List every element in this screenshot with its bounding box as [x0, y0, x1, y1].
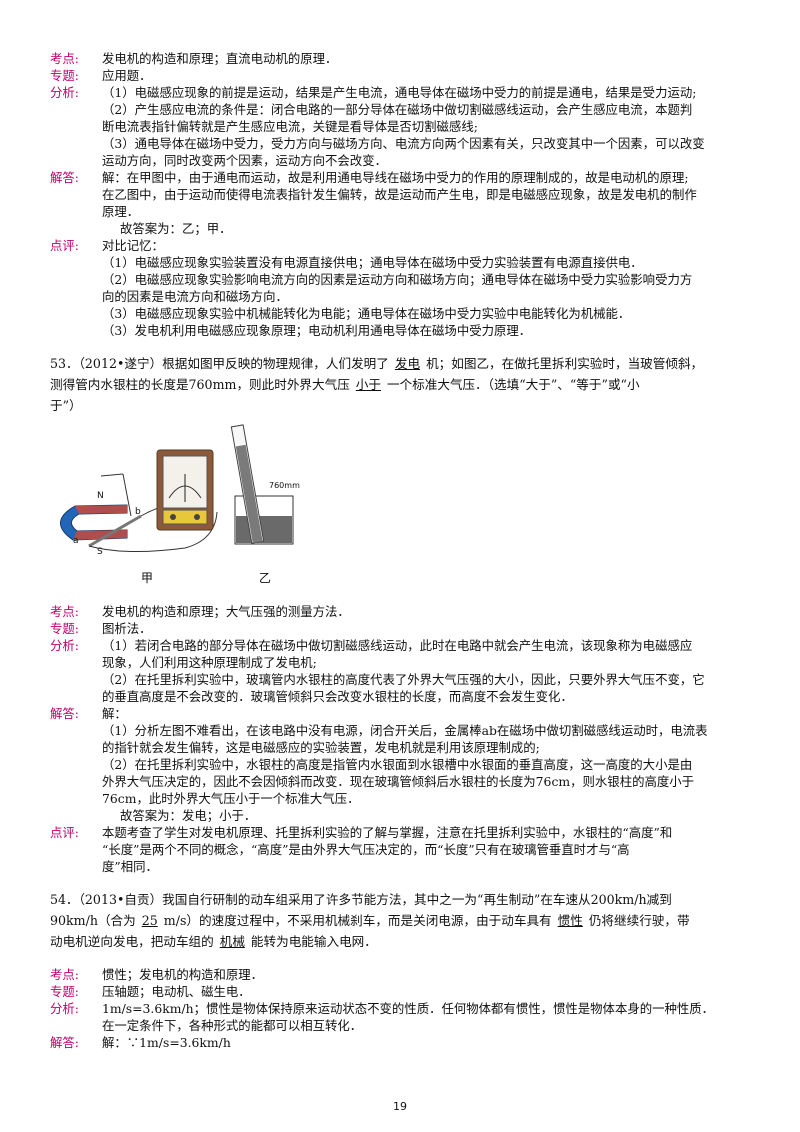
- fenxi-label: 分析:: [50, 85, 79, 100]
- jieda-label: 解答:: [50, 1035, 79, 1050]
- jieda-line: 在乙图中，由于运动而使得电流表指针发生偏转，故是运动而产生电，即是电磁感应现象，…: [102, 187, 697, 202]
- q54-line3: 动电机逆向发电，把动车组的机械能转为电能输入电网．: [50, 933, 760, 951]
- q53-text: 机；如图乙，在做托里拆利实验时，当玻管倾斜，: [426, 356, 704, 371]
- fenxi-line: （1）电磁感应现象的前提是运动，结果是产生电流，通电导体在磁场中受力的前提是通电…: [102, 85, 697, 100]
- zhuanti-text: 应用题．: [102, 68, 152, 83]
- jieda-line: 外界大气压决定的，因此不会因倾斜而改变．现在玻璃管倾斜后水银柱的长度为76cm，…: [102, 774, 695, 789]
- zhuanti-label: 专题:: [50, 621, 79, 636]
- q53-line1: 53．（2012•遂宁）根据如图甲反映的物理规律，人们发明了发电机；如图乙，在做…: [50, 355, 760, 373]
- fenxi-line: （3）通电导体在磁场中受力，受力方向与磁场方向、电流方向两个因素有关，只改变其中…: [102, 136, 705, 151]
- fenxi-label: 分析:: [50, 638, 79, 653]
- jieda-line: 解：∵1m/s=3.6km/h: [102, 1035, 231, 1050]
- dianping-line: （3）发电机利用电磁感应现象原理；电动机利用通电导体在磁场中受力原理．: [102, 323, 532, 338]
- q54-text: 90km/h（合为: [50, 913, 136, 928]
- fenxi-line: （2）在托里拆利实验中，玻璃管内水银柱的高度代表了外界大气压强的大小，因此，只要…: [102, 672, 705, 687]
- fenxi-line: 的垂直高度是不会改变的．玻璃管倾斜只会改变水银柱的长度，而高度不会发生变化．: [102, 689, 573, 704]
- q54-line2: 90km/h（合为 25 m/s）的速度过程中，不采用机械刹车，而是关闭电源，由于动…: [50, 912, 760, 930]
- q53-line2: 测得管内水银柱的长度是760mm，则此时外界大气压小于一个标准大气压．（选填“大…: [50, 376, 760, 394]
- fenxi-line: 在一定条件下，各种形式的能都可以相互转化．: [102, 1018, 363, 1033]
- fenxi-line: 1m/s=3.6km/h；惯性是物体保持原来运动状态不变的性质．任何物体都有惯性…: [102, 1001, 715, 1016]
- fenxi-line: 断电流表指针偏转就是产生感应电流，关键是看导体是否切割磁感线;: [102, 119, 478, 134]
- dianping-line: 本题考查了学生对发电机原理、托里拆利实验的了解与掌握，注意在托里拆利实验中，水银…: [102, 825, 673, 840]
- q53-answer-blank: 小于: [355, 377, 381, 392]
- q53-line3: 于”）: [50, 398, 82, 413]
- jieda-line: （2）在托里拆利实验中，水银柱的高度是指管内水银面到水银槽中水银面的垂直高度，这…: [102, 757, 693, 772]
- q54-text: 动电机逆向发电，把动车组的: [50, 934, 214, 949]
- label-760mm: 760mm: [269, 481, 300, 490]
- q53-figure: N S a b 760mm 甲 乙: [60, 424, 300, 585]
- dianping-label: 点评:: [50, 238, 79, 253]
- dianping-label: 点评:: [50, 825, 79, 840]
- kaodian-label: 考点:: [50, 967, 79, 982]
- q54-text: 仍将继续行驶，带: [588, 913, 690, 928]
- label-n: N: [97, 491, 104, 501]
- kaodian-text: 发电机的构造和原理；直流电动机的原理．: [102, 51, 338, 66]
- fenxi-line: 现象，人们利用这种原理制成了发电机;: [102, 655, 317, 670]
- dianping-line: 对比记忆：: [102, 238, 164, 253]
- q53-text: 一个标准大气压．（选填“大于”、“等于”或“小: [386, 377, 640, 392]
- mercury-trough: [234, 495, 294, 545]
- q54-line1: 54．（2013•自贡）我国自行研制的动车组采用了许多节能方法，其中之一为“再生…: [50, 892, 672, 907]
- dianping-line: （2）电磁感应现象实验影响电流方向的因素是运动方向和磁场方向；通电导体在磁场中受…: [102, 272, 693, 287]
- jieda-line: 原理．: [102, 204, 140, 219]
- jieda-line: 的指针就会发生偏转，这是电磁感应的实验装置，发电机就是利用该原理制成的;: [102, 740, 540, 755]
- jieda-line: 解：: [102, 706, 127, 721]
- fenxi-line: 运动方向，同时改变两个因素，运动方向不会改变．: [102, 153, 387, 168]
- fenxi-label: 分析:: [50, 1001, 79, 1016]
- jieda-label: 解答:: [50, 170, 79, 185]
- kaodian-label: 考点:: [50, 51, 79, 66]
- label-b: b: [135, 507, 141, 517]
- dianping-line: （1）电磁感应现象实验装置没有电源直接供电；通电导体在磁场中受力实验装置有电源直…: [102, 255, 643, 270]
- dianping-line: （3）电磁感应现象实验中机械能转化为电能；通电导体在磁场中受力实验中电能转化为机…: [102, 306, 631, 321]
- q53-text: 53．（2012•遂宁）根据如图甲反映的物理规律，人们发明了: [50, 356, 389, 371]
- kaodian-text: 发电机的构造和原理；大气压强的测量方法．: [102, 604, 350, 619]
- label-a: a: [73, 536, 79, 546]
- zhuanti-label: 专题:: [50, 984, 79, 999]
- jieda-line: 解：在甲图中，由于通电而运动，故是利用通电导线在磁场中受力的作用的原理制成的，故…: [102, 170, 689, 185]
- q54-answer-blank: 25: [141, 913, 158, 928]
- fenxi-line: （1）若闭合电路的部分导体在磁场中做切割磁感线运动，此时在电路中就会产生电流，该…: [102, 638, 693, 653]
- fig-label-jia: 甲: [141, 571, 153, 585]
- page-number: 19: [393, 1100, 407, 1113]
- kaodian-text: 惯性；发电机的构造和原理．: [102, 967, 264, 982]
- q53-answer-blank: 发电: [394, 356, 421, 371]
- jieda-line: （1）分析左图不难看出，在该电路中没有电源，闭合开关后，金属棒ab在磁场中做切割…: [102, 723, 708, 738]
- tilted-tube: [230, 424, 265, 544]
- circuit-wire: [122, 473, 132, 517]
- jieda-answer: 故答案为：发电；小于．: [120, 808, 257, 823]
- zhuanti-label: 专题:: [50, 68, 79, 83]
- zhuanti-text: 压轴题；电动机、磁生电．: [102, 984, 251, 999]
- label-s: S: [97, 547, 103, 557]
- fenxi-line: （2）产生感应电流的条件是：闭合电路的一部分导体在磁场中做切割磁感线运动，会产生…: [102, 102, 693, 117]
- q54-text: m/s）的速度过程中，不采用机械刹车，而是关闭电源，由于动车具有: [163, 913, 552, 928]
- dianping-line: 度”相同．: [102, 859, 158, 874]
- jieda-answer: 故答案为：乙；甲．: [120, 221, 232, 236]
- q53-text: 测得管内水银柱的长度是760mm，则此时外界大气压: [50, 377, 350, 392]
- q54-answer-blank: 惯性: [557, 913, 583, 928]
- metal-rod: [88, 514, 142, 548]
- kaodian-label: 考点:: [50, 604, 79, 619]
- q54-answer-blank: 机械: [219, 934, 245, 949]
- zhuanti-text: 图析法．: [102, 621, 152, 636]
- q54-text: 能转为电能输入电网．: [250, 934, 377, 949]
- dianping-line: 向的因素是电流方向和磁场方向．: [102, 289, 288, 304]
- dianping-line: “长度”是两个不同的概念，“高度”是由外界大气压决定的，而“长度”只有在玻璃管垂…: [102, 842, 630, 857]
- jieda-line: 76cm，此时外界大气压小于一个标准大气压．: [102, 791, 360, 806]
- jieda-label: 解答:: [50, 706, 79, 721]
- fig-label-yi: 乙: [259, 571, 271, 585]
